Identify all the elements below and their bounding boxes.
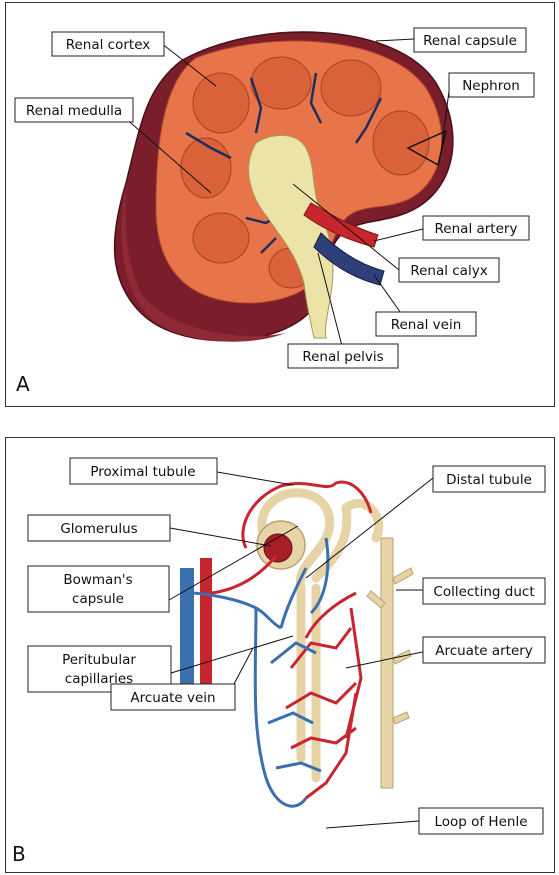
svg-text:Collecting duct: Collecting duct — [433, 584, 534, 600]
label-loop-of-henle: Loop of Henle — [419, 808, 543, 834]
svg-text:Arcuate vein: Arcuate vein — [130, 690, 215, 706]
svg-text:Loop of Henle: Loop of Henle — [434, 814, 527, 830]
label-glomerulus: Glomerulus — [28, 515, 170, 541]
nephron-diagram: Proximal tubule Distal tubule Glomerulus… — [6, 438, 554, 872]
label-renal-calyx: Renal calyx — [399, 258, 499, 282]
panel-b-nephron: Proximal tubule Distal tubule Glomerulus… — [5, 437, 555, 873]
arcuate-artery-shape — [200, 558, 212, 688]
label-arcuate-vein: Arcuate vein — [111, 684, 235, 710]
label-collecting-duct: Collecting duct — [423, 578, 545, 604]
svg-text:Renal capsule: Renal capsule — [423, 33, 517, 49]
panel-a-kidney: Renal cortex Renal capsule Renal medulla… — [5, 2, 555, 407]
svg-text:Bowman's: Bowman's — [63, 572, 132, 588]
svg-text:capsule: capsule — [72, 591, 124, 607]
svg-text:Renal vein: Renal vein — [391, 317, 462, 333]
label-bowmans-capsule: Bowman's capsule — [28, 566, 169, 612]
svg-text:Renal pelvis: Renal pelvis — [302, 349, 383, 365]
label-renal-pelvis: Renal pelvis — [288, 344, 398, 368]
label-renal-capsule: Renal capsule — [414, 28, 526, 52]
svg-text:Renal cortex: Renal cortex — [66, 37, 151, 53]
label-renal-vein: Renal vein — [376, 312, 476, 336]
peritubular-capillaries-blue — [194, 538, 328, 806]
svg-text:Renal artery: Renal artery — [435, 221, 518, 237]
collecting-duct-shape — [367, 538, 413, 788]
label-distal-tubule: Distal tubule — [433, 466, 545, 492]
svg-text:Nephron: Nephron — [462, 78, 520, 94]
svg-text:Proximal tubule: Proximal tubule — [90, 464, 195, 480]
label-renal-cortex: Renal cortex — [52, 32, 164, 56]
label-renal-medulla: Renal medulla — [15, 98, 133, 122]
panel-a-tag: A — [16, 372, 30, 396]
label-nephron: Nephron — [449, 73, 534, 97]
svg-text:Arcuate artery: Arcuate artery — [435, 643, 533, 659]
svg-text:Glomerulus: Glomerulus — [60, 521, 137, 537]
svg-text:Renal medulla: Renal medulla — [26, 103, 122, 119]
label-proximal-tubule: Proximal tubule — [70, 458, 217, 484]
svg-text:Peritubular: Peritubular — [62, 652, 136, 668]
kidney-diagram: Renal cortex Renal capsule Renal medulla… — [6, 3, 554, 406]
glomerulus-shape — [264, 534, 292, 562]
panel-b-tag: B — [12, 842, 26, 866]
svg-text:Renal calyx: Renal calyx — [410, 263, 487, 279]
label-arcuate-artery: Arcuate artery — [423, 637, 545, 663]
label-renal-artery: Renal artery — [423, 216, 529, 240]
svg-text:Distal tubule: Distal tubule — [446, 472, 532, 488]
